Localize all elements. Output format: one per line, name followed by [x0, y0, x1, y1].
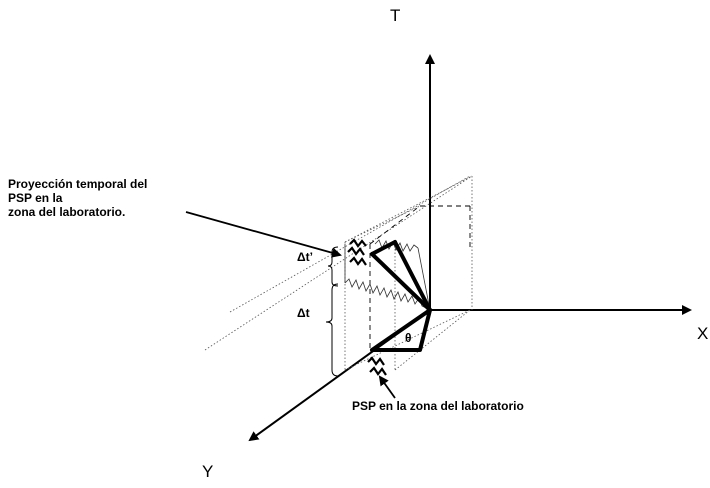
projection-annotation-line-3: zona del laboratorio. — [8, 205, 126, 219]
psp-pointer — [378, 375, 396, 399]
t-axis-label: T — [390, 6, 401, 25]
delta-t-prime-label: Δt’ — [297, 250, 313, 264]
projection-lines — [204, 175, 473, 351]
hatch-marks — [347, 238, 387, 376]
dashed-box — [369, 205, 471, 350]
theta-label: θ — [405, 331, 412, 345]
psp-worldline — [370, 240, 432, 352]
y-axis-label: Y — [202, 462, 214, 481]
delta-t-brace — [325, 283, 339, 377]
x-axis-label: X — [697, 324, 709, 343]
projection-annotation-line-1: Proyección temporal del — [8, 177, 148, 191]
projection-annotation-line-2: PSP en la — [8, 191, 63, 205]
projection-annotation: Proyección temporal del PSP en la zona d… — [8, 177, 147, 219]
projection-pointer — [185, 211, 342, 258]
delta-t-label: Δt — [297, 306, 310, 320]
psp-annotation: PSP en la zona del laboratorio — [352, 399, 524, 413]
